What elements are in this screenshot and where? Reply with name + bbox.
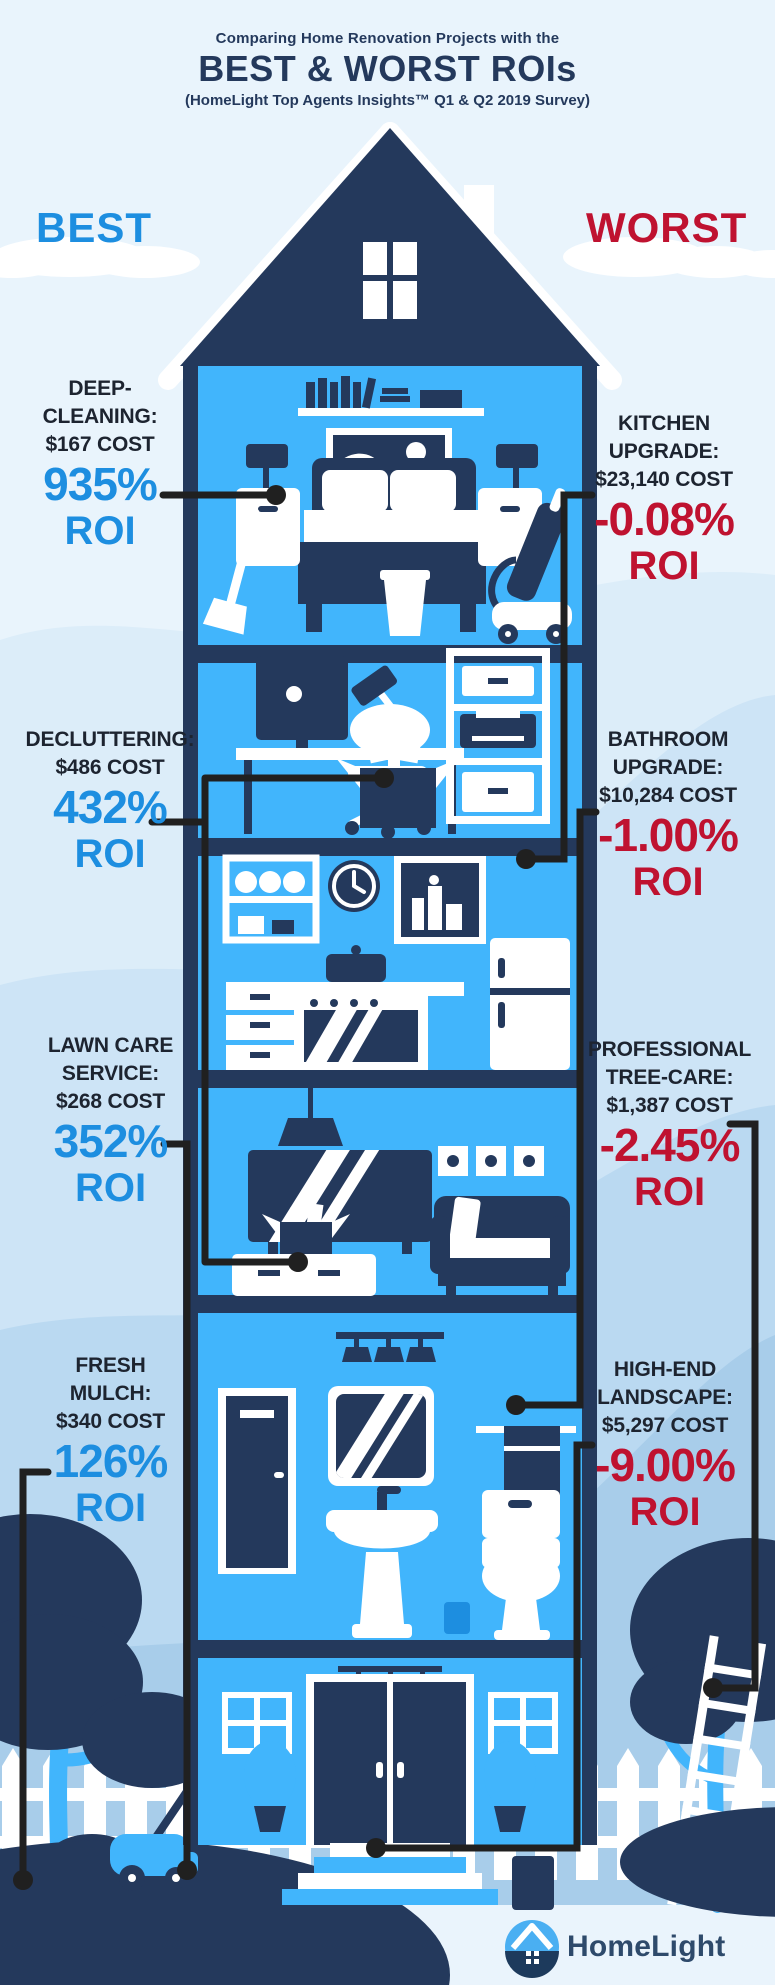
bathroom-bin-icon <box>444 1602 470 1634</box>
wall-cabinet-icon <box>394 856 486 944</box>
table-lamp-icon <box>246 444 538 488</box>
stat-label: BATHROOM UPGRADE: $10,284 COST <box>599 728 737 807</box>
stat-label: HIGH-END LANDSCAPE: $5,297 COST <box>597 1358 733 1437</box>
connector-fresh-mulch <box>19 1468 52 1878</box>
homelight-logo-icon <box>505 1920 559 1978</box>
desk-icon <box>236 748 464 760</box>
stat-label: DEEP- CLEANING: $167 COST <box>42 377 158 456</box>
header-subtitle: (HomeLight Top Agents Insights™ Q1 & Q2 … <box>184 92 591 109</box>
kitchen-scene <box>222 854 570 1070</box>
stat-fresh-mulch: FRESH MULCH: $340 COST 126% ROI <box>18 1352 203 1529</box>
stat-roi-word: ROI <box>74 1486 147 1531</box>
entry-window-icon <box>222 1692 558 1754</box>
connector-kitchen <box>530 491 596 863</box>
vanity-light-icon <box>336 1332 444 1362</box>
stat-roi-value: -9.00% <box>595 1438 736 1491</box>
bathroom-door-icon <box>218 1388 296 1574</box>
stat-roi-word: ROI <box>74 832 146 877</box>
stat-roi-word: ROI <box>633 1170 706 1215</box>
office-scene <box>236 648 550 839</box>
mirror-icon <box>328 1386 434 1486</box>
connector-decluttering <box>148 774 380 1266</box>
sink-icon <box>326 1486 438 1638</box>
stat-roi-word: ROI <box>64 509 136 554</box>
connector-lawn-care <box>160 1140 191 1866</box>
moving-box-icon <box>336 732 460 828</box>
cloud-icon <box>0 237 775 278</box>
sofa-icon <box>430 1196 570 1296</box>
stat-label: FRESH MULCH: $340 COST <box>55 1354 166 1433</box>
stat-roi-value: -0.08% <box>594 492 735 545</box>
stat-roi-word: ROI <box>632 860 704 905</box>
worst-column-label: WORST <box>586 204 748 251</box>
stat-roi-value: 432% <box>53 780 168 833</box>
page-title: BEST & WORST ROIs <box>198 48 577 89</box>
bathroom-scene <box>218 1332 576 1640</box>
connector-dots <box>13 485 723 1890</box>
fridge-icon <box>490 938 570 1070</box>
stat-kitchen-upgrade: KITCHEN UPGRADE: $23,140 COST -0.08% ROI <box>575 410 753 587</box>
bed-icon <box>298 458 486 632</box>
stat-label: DECLUTTERING: $486 COST <box>25 728 195 779</box>
stat-decluttering: DECLUTTERING: $486 COST 432% ROI <box>15 726 205 875</box>
toilet-icon <box>482 1490 560 1640</box>
living-room-scene <box>232 1088 570 1296</box>
dark-planter-icon <box>512 1856 554 1910</box>
stat-roi-value: -1.00% <box>598 808 739 861</box>
stat-lawn-care: LAWN CARE SERVICE: $268 COST 352% ROI <box>18 1032 203 1209</box>
stat-deep-cleaning: DEEP- CLEANING: $167 COST 935% ROI <box>10 375 190 552</box>
stat-label: LAWN CARE SERVICE: $268 COST <box>47 1034 174 1113</box>
pendant-lamp-icon <box>278 1088 343 1146</box>
monitor-icon <box>256 656 348 740</box>
stat-roi-value: 126% <box>53 1434 169 1487</box>
wall-clock-icon <box>328 860 380 912</box>
stat-bathroom-upgrade: BATHROOM UPGRADE: $10,284 COST -1.00% RO… <box>578 726 758 903</box>
cooking-pot-icon <box>326 945 386 982</box>
stat-roi-value: -2.45% <box>599 1118 741 1171</box>
roof-gable <box>180 128 600 366</box>
stove-icon <box>294 996 428 1070</box>
stat-roi-word: ROI <box>628 544 700 589</box>
bedroom-scene <box>202 376 572 644</box>
stat-high-end-landscape: HIGH-END LANDSCAPE: $5,297 COST -9.00% R… <box>575 1356 755 1533</box>
clutter-box-icon <box>262 1203 350 1256</box>
stat-roi-word: ROI <box>74 1166 147 1211</box>
header-eyebrow: Comparing Home Renovation Projects with … <box>215 30 560 47</box>
front-door-icon <box>306 1674 474 1845</box>
stat-roi-value: 352% <box>53 1114 169 1167</box>
best-column-label: BEST <box>36 204 153 251</box>
connector-lines <box>19 491 759 1878</box>
entrance-scene <box>222 1666 558 1845</box>
shelf-unit-icon <box>446 648 550 824</box>
dish-shelf-icon <box>222 854 320 944</box>
potted-plant-icon <box>244 1741 536 1832</box>
printer-icon <box>460 714 536 748</box>
wall-frames-icon <box>438 1146 544 1176</box>
broom-icon <box>202 508 260 635</box>
stat-label: KITCHEN UPGRADE: $23,140 COST <box>595 412 733 491</box>
connector-landscape <box>379 1441 596 1852</box>
attic-window-icon <box>363 242 417 319</box>
bucket-icon <box>380 570 430 636</box>
connector-bathroom <box>519 808 600 1409</box>
connector-tree-care <box>716 1120 759 1692</box>
stat-tree-care: PROFESSIONAL TREE-CARE: $1,387 COST -2.4… <box>572 1036 767 1213</box>
homelight-brand-text: HomeLight <box>567 1930 726 1963</box>
stat-label: PROFESSIONAL TREE-CARE: $1,387 COST <box>587 1038 752 1117</box>
stat-roi-value: 935% <box>43 457 158 510</box>
kitchen-drawers-icon <box>226 982 294 1070</box>
stat-roi-word: ROI <box>629 1490 701 1535</box>
